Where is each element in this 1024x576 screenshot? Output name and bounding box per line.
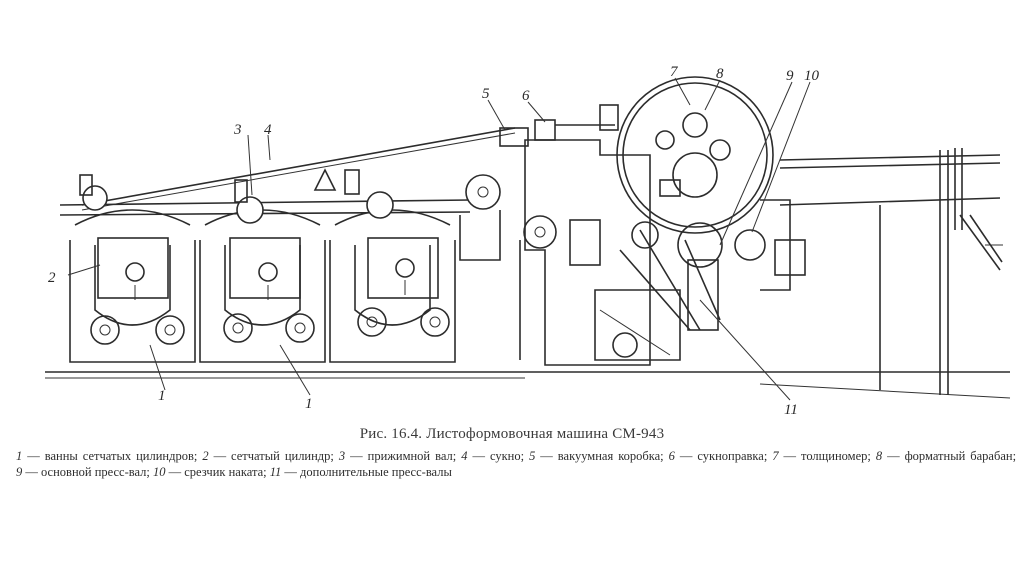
legend-item-number: 10: [153, 465, 166, 479]
callout-5: 5: [482, 86, 490, 102]
callout-6: 6: [522, 88, 530, 104]
legend-item: 2 — сетчатый цилиндр;: [202, 449, 334, 463]
legend-item: 8 — форматный барабан;: [876, 449, 1016, 463]
legend-item-number: 11: [269, 465, 282, 479]
forming-drum: [616, 76, 774, 234]
callout-10: 10: [804, 68, 820, 84]
legend-item-text: — прижимной вал;: [345, 449, 457, 463]
legend-item-number: 6: [668, 449, 675, 463]
callout-3: 3: [233, 122, 242, 138]
legend-item-text: — сетчатый цилиндр;: [208, 449, 334, 463]
legend-item-text: — сукноправка;: [674, 449, 768, 463]
figure-caption: Рис. 16.4. Листоформовочная машина СМ-94…: [359, 426, 665, 442]
press-frame: [524, 139, 681, 366]
legend-item-number: 8: [875, 449, 883, 463]
legend-item-text: — ванны сетчатых цилиндров;: [22, 449, 198, 463]
callout-7: 7: [670, 64, 679, 80]
legend-item-number: 9: [16, 465, 23, 479]
legend-item-text: — срезчик наката;: [165, 465, 267, 479]
callout-9: 9: [786, 68, 794, 84]
callout-4: 4: [264, 122, 272, 138]
legend-item-text: — дополнительные пресс-валы: [281, 465, 452, 479]
legend-item: 5 — вакуумная коробка;: [529, 449, 664, 463]
legend-item-number: 3: [338, 449, 346, 463]
callout-8: 8: [716, 66, 724, 82]
legend-item: 7 — толщиномер;: [772, 449, 871, 463]
callout-2: 2: [48, 270, 56, 286]
legend-item-text: — основной пресс-вал;: [22, 465, 150, 479]
legend-item-number: 5: [529, 449, 536, 463]
legend-item: 10 — срезчик наката;: [153, 465, 267, 479]
vat-unit-1: [69, 209, 196, 363]
legend-item-number: 2: [202, 449, 209, 463]
legend-item-text: — вакуумная коробка;: [535, 449, 664, 463]
legend-item-text: — форматный барабан;: [882, 449, 1017, 463]
figure-legend: 1 — ванны сетчатых цилиндров; 2 — сетчат…: [16, 448, 1016, 480]
legend-item-text: — сукно;: [467, 449, 525, 463]
couch-rolls: [79, 168, 394, 224]
legend-item: 3 — прижимной вал;: [339, 449, 456, 463]
callout-11: 11: [784, 402, 798, 418]
legend-item: 11 — дополнительные пресс-валы: [270, 465, 452, 479]
vat-unit-2: [199, 209, 326, 363]
legend-item-number: 4: [461, 449, 468, 463]
legend-item: 1 — ванны сетчатых цилиндров;: [16, 449, 197, 463]
callout-1b: 1: [305, 396, 313, 412]
machine-diagram: 1 1 2 3 4 5 6 7 8 9 10 11: [45, 64, 1011, 418]
legend-item-number: 1: [16, 449, 23, 463]
legend-item-text: — толщиномер;: [778, 449, 871, 463]
legend-item-number: 7: [772, 449, 779, 463]
output-table: [779, 148, 1003, 395]
legend-item: 9 — основной пресс-вал;: [16, 465, 150, 479]
legend-item: 4 — сукно;: [461, 449, 524, 463]
callout-1a: 1: [158, 388, 166, 404]
legend-item: 6 — сукноправка;: [669, 449, 768, 463]
vat-unit-3: [329, 209, 456, 363]
